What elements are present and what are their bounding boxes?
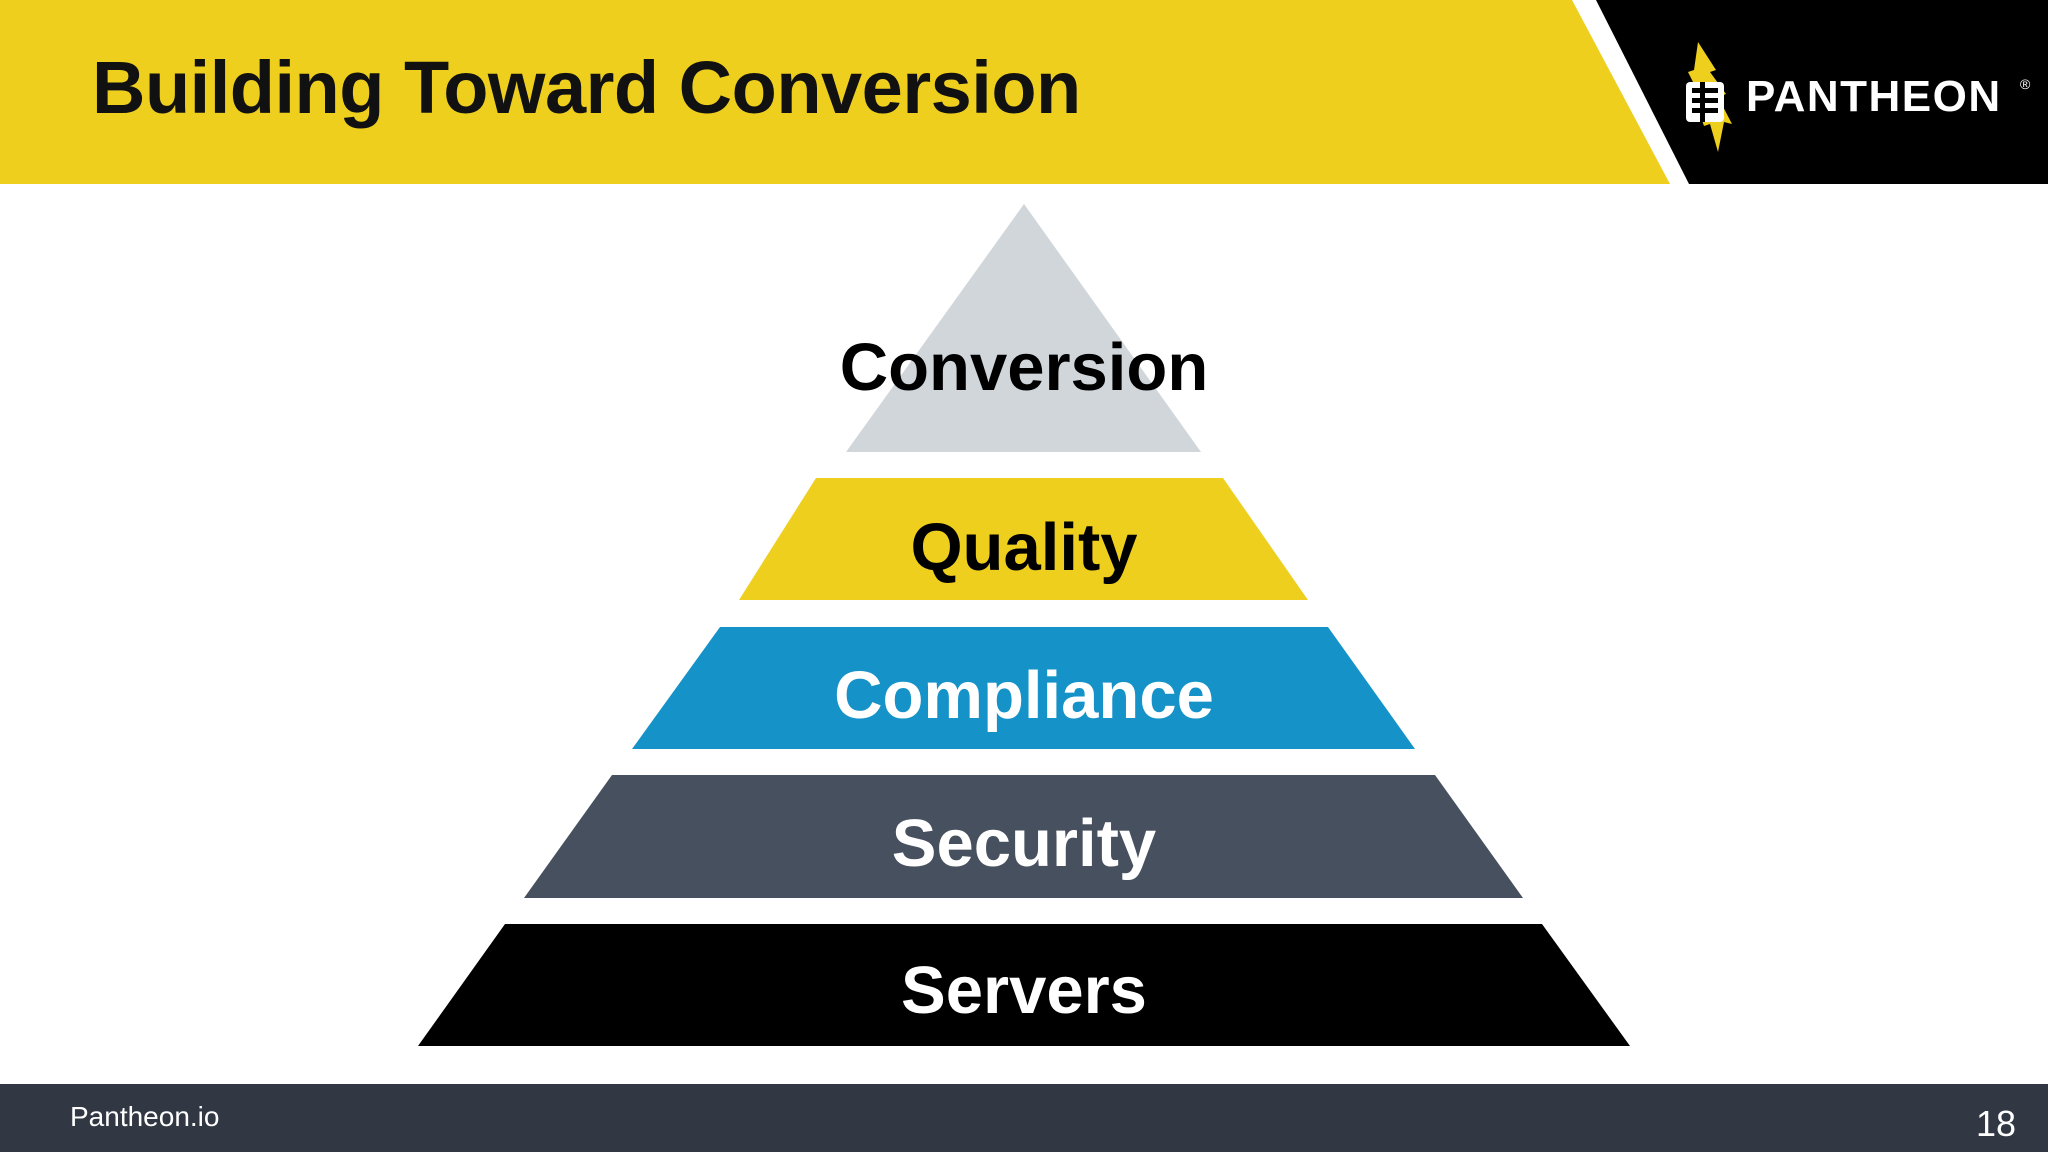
pyramid-tier-quality	[739, 478, 1308, 600]
pyramid-tier-servers	[418, 924, 1630, 1046]
logo-wordmark: PANTHEON	[1746, 72, 2002, 121]
pantheon-logo: PANTHEON ®	[1680, 42, 2030, 152]
registered-mark: ®	[2020, 76, 2031, 92]
pyramid-tier-conversion	[846, 204, 1201, 452]
page-number: 18	[1975, 1103, 2016, 1144]
pyramid-label-quality: Quality	[910, 510, 1137, 585]
pyramid-label-compliance: Compliance	[834, 658, 1214, 733]
pyramid-label-servers: Servers	[901, 953, 1147, 1028]
pyramid-label-security: Security	[892, 806, 1156, 881]
pyramid-tier-compliance	[632, 627, 1415, 749]
footer-bar: Pantheon.io 18	[0, 1084, 2048, 1152]
footer-brand: Pantheon.io	[70, 1101, 220, 1132]
pyramid-tier-security	[524, 775, 1523, 898]
title-banner	[0, 0, 1670, 184]
pyramid-label-conversion: Conversion	[840, 330, 1209, 405]
pantheon-lightning-logo-icon	[1686, 42, 1732, 152]
slide-title: Building Toward Conversion	[92, 46, 1081, 129]
